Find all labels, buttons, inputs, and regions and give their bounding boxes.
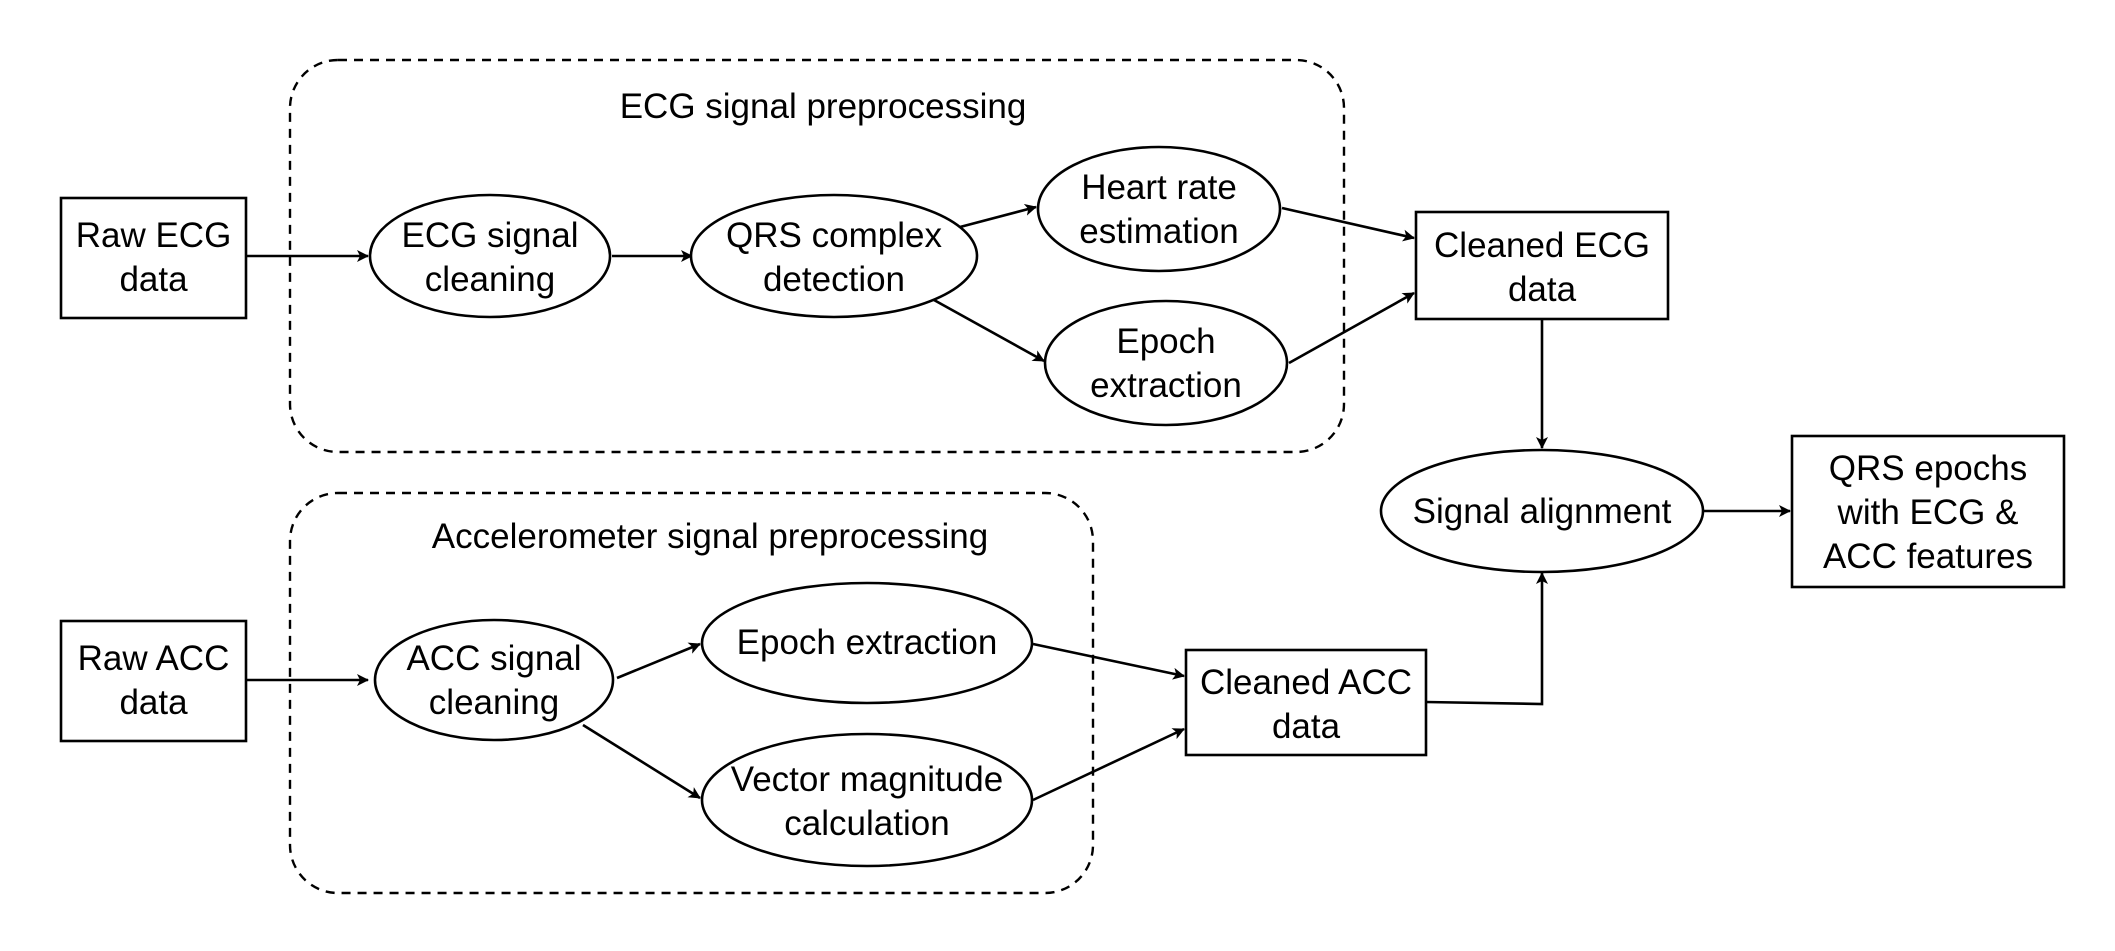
node-acc-cleaning-line-2: cleaning (429, 683, 559, 722)
node-heart-rate-line-1: Heart rate (1081, 168, 1237, 207)
node-raw-ecg: Raw ECG data (59, 196, 248, 320)
node-signal-alignment-line-1: Signal alignment (1413, 492, 1672, 531)
node-raw-acc-line-1: Raw ACC (78, 639, 230, 678)
node-ecg-epoch-line-2: extraction (1090, 366, 1242, 405)
ecg-preprocessing-title: ECG signal preprocessing (620, 87, 1027, 126)
node-raw-ecg-line-2: data (119, 260, 188, 299)
node-qrs-epochs-line-2: with ECG & (1837, 493, 2019, 532)
node-qrs-detection: QRS complex detection (689, 193, 979, 319)
node-ecg-cleaning-line-1: ECG signal (401, 216, 578, 255)
node-qrs-epochs-line-1: QRS epochs (1829, 449, 2027, 488)
node-vector-magnitude: Vector magnitude calculation (700, 732, 1034, 868)
node-ecg-cleaning: ECG signal cleaning (368, 193, 612, 319)
node-ecg-epoch-line-1: Epoch (1116, 322, 1215, 361)
node-raw-acc-line-2: data (119, 683, 188, 722)
node-acc-cleaning: ACC signal cleaning (373, 618, 615, 742)
node-cleaned-acc-line-2: data (1272, 707, 1341, 746)
node-vector-magnitude-line-1: Vector magnitude (731, 760, 1003, 799)
node-qrs-epochs-line-3: ACC features (1823, 537, 2033, 576)
node-ecg-epoch: Epoch extraction (1043, 299, 1289, 427)
node-ecg-cleaning-line-2: cleaning (425, 260, 555, 299)
edge-ecg-epoch-to-cleaned-ecg (1288, 291, 1415, 365)
node-cleaned-acc: Cleaned ACC data (1184, 648, 1428, 757)
node-vector-magnitude-line-2: calculation (784, 804, 949, 843)
node-acc-epoch: Epoch extraction (700, 581, 1034, 705)
node-heart-rate-line-2: estimation (1079, 212, 1239, 251)
edge-acc-cleaning-to-vector-magnitude (582, 723, 701, 800)
edges (246, 203, 1791, 802)
node-qrs-detection-line-2: detection (763, 260, 905, 299)
edge-heart-rate-to-cleaned-ecg (1281, 206, 1415, 242)
edge-qrs-detection-to-heart-rate (959, 203, 1037, 229)
node-acc-epoch-line-1: Epoch extraction (737, 623, 998, 662)
node-heart-rate: Heart rate estimation (1036, 145, 1282, 273)
node-raw-ecg-line-1: Raw ECG (76, 216, 232, 255)
node-cleaned-ecg: Cleaned ECG data (1414, 210, 1670, 321)
edge-cleaned-acc-to-signal-alignment (1425, 572, 1548, 706)
edge-acc-cleaning-to-acc-epoch (616, 642, 701, 680)
node-signal-alignment: Signal alignment (1379, 448, 1705, 574)
edge-qrs-detection-to-ecg-epoch (933, 298, 1045, 363)
node-qrs-epochs: QRS epochs with ECG & ACC features (1790, 434, 2066, 589)
edge-vector-magnitude-to-cleaned-acc (1032, 727, 1185, 802)
node-raw-acc: Raw ACC data (59, 619, 248, 743)
node-acc-cleaning-line-1: ACC signal (406, 639, 581, 678)
node-qrs-detection-line-1: QRS complex (726, 216, 942, 255)
node-cleaned-acc-line-1: Cleaned ACC (1200, 663, 1412, 702)
node-cleaned-ecg-line-1: Cleaned ECG (1434, 226, 1650, 265)
acc-preprocessing-group (288, 491, 1095, 895)
edge-acc-epoch-to-cleaned-acc (1032, 642, 1185, 680)
acc-preprocessing-title: Accelerometer signal preprocessing (432, 517, 988, 556)
node-cleaned-ecg-line-2: data (1508, 270, 1577, 309)
